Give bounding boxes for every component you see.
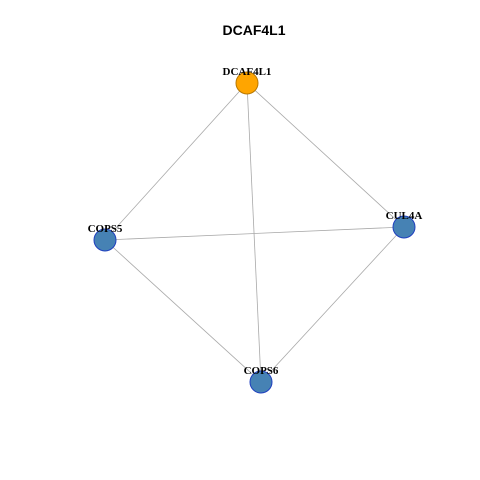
diagram-title: DCAF4L1 [222, 22, 285, 38]
edge-dcaf4l1-cops6 [246, 82, 262, 383]
node-cul4a [392, 215, 416, 239]
edge-cul4a-cops6 [260, 226, 405, 383]
node-layer [93, 71, 416, 394]
node-cops5 [93, 228, 117, 252]
edge-cops5-cul4a [104, 226, 405, 241]
node-dcaf4l1 [235, 71, 259, 95]
node-label-dcaf4l1: DCAF4L1 [223, 66, 272, 78]
edge-cops5-cops6 [104, 239, 262, 383]
node-label-cul4a: CUL4A [386, 210, 423, 222]
node-label-cops6: COPS6 [244, 365, 279, 377]
node-cops6 [249, 370, 273, 394]
edge-dcaf4l1-cul4a [246, 82, 405, 228]
edge-layer [104, 82, 405, 383]
node-label-cops5: COPS5 [88, 223, 123, 235]
edge-dcaf4l1-cops5 [104, 82, 248, 241]
